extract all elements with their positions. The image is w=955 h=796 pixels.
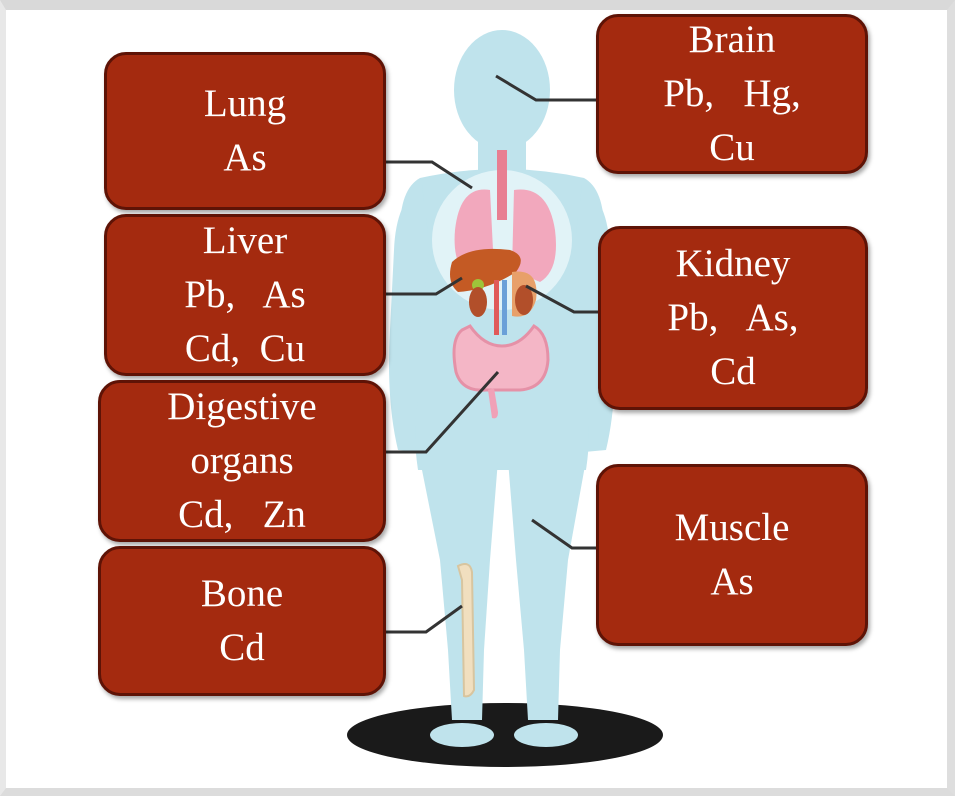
label-muscle-name: Muscle (675, 501, 790, 555)
label-lung-elements: As (223, 131, 266, 185)
label-kidney: Kidney Pb, As, Cd (598, 226, 868, 410)
label-kidney-elements: Pb, As, (667, 291, 798, 345)
ground-shadow (347, 703, 663, 767)
label-brain-elements-2: Cu (709, 121, 755, 175)
label-liver: Liver Pb, As Cd, Cu (104, 214, 386, 376)
label-brain-name: Brain (689, 13, 776, 67)
label-muscle: Muscle As (596, 464, 868, 646)
label-digestive-name: Digestive (167, 380, 316, 434)
label-digestive-organs: Digestive organs Cd, Zn (98, 380, 386, 542)
label-kidney-elements-2: Cd (710, 345, 756, 399)
label-bone: Bone Cd (98, 546, 386, 696)
label-lung-name: Lung (204, 77, 286, 131)
label-liver-elements: Pb, As (184, 268, 305, 322)
label-digestive-elements: Cd, Zn (178, 488, 306, 542)
label-liver-elements-2: Cd, Cu (185, 322, 305, 376)
label-muscle-elements: As (710, 555, 753, 609)
label-brain-elements: Pb, Hg, (663, 67, 801, 121)
label-kidney-name: Kidney (676, 237, 791, 291)
label-bone-elements: Cd (219, 621, 265, 675)
trachea (497, 150, 507, 220)
label-liver-name: Liver (203, 214, 287, 268)
label-lung: Lung As (104, 52, 386, 210)
aorta (494, 280, 499, 335)
vena-cava (502, 280, 507, 335)
label-brain: Brain Pb, Hg, Cu (596, 14, 868, 174)
label-bone-name: Bone (201, 567, 283, 621)
kidney-left (469, 287, 487, 317)
label-digestive-name-2: organs (190, 434, 293, 488)
